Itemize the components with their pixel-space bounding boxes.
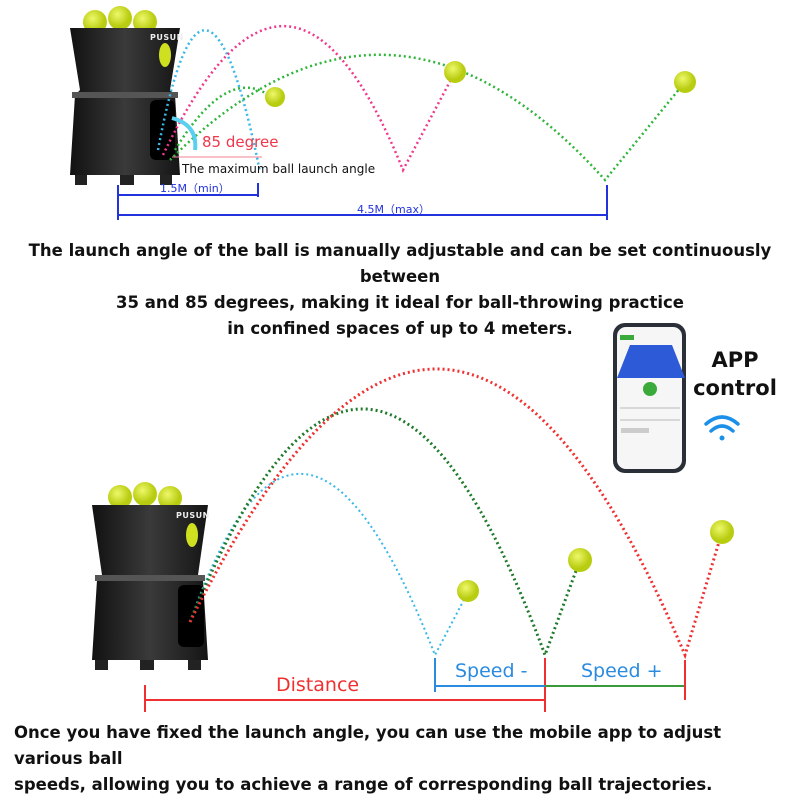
top-description: The launch angle of the ball is manually… [28, 241, 772, 338]
max-distance-label: 4.5M（max） [357, 203, 430, 216]
angle-label: 85 degree [202, 133, 279, 151]
brand-logo-bottom: PUSUN [176, 511, 210, 520]
app-control-label: APP control [693, 348, 777, 400]
wifi-icon [704, 415, 740, 441]
trajectory-cyan [189, 473, 469, 658]
top-trajectories [156, 25, 686, 182]
top-dimension-lines [117, 183, 608, 220]
tennis-ball [710, 520, 734, 544]
tennis-ball [568, 548, 592, 572]
speed-minus-label: Speed - [455, 660, 528, 682]
min-distance-label: 1.5M（min） [160, 182, 230, 195]
angle-caption: The maximum ball launch angle [182, 162, 376, 176]
trajectory-green [188, 407, 582, 660]
tennis-ball [674, 71, 696, 93]
tennis-ball [444, 61, 466, 83]
speed-plus-label: Speed + [581, 660, 663, 682]
bottom-trajectories [188, 367, 724, 660]
phone-app-screenshot [613, 323, 686, 473]
tennis-ball [265, 87, 285, 107]
bottom-description: Once you have fixed the launch angle, yo… [14, 723, 722, 794]
brand-logo-top: PUSUN [150, 33, 184, 42]
tennis-ball [457, 580, 479, 602]
trajectory-cyan [156, 29, 262, 173]
distance-label: Distance [276, 674, 360, 696]
trajectory-pink [161, 25, 457, 173]
bottom-dimension-lines [144, 658, 686, 712]
